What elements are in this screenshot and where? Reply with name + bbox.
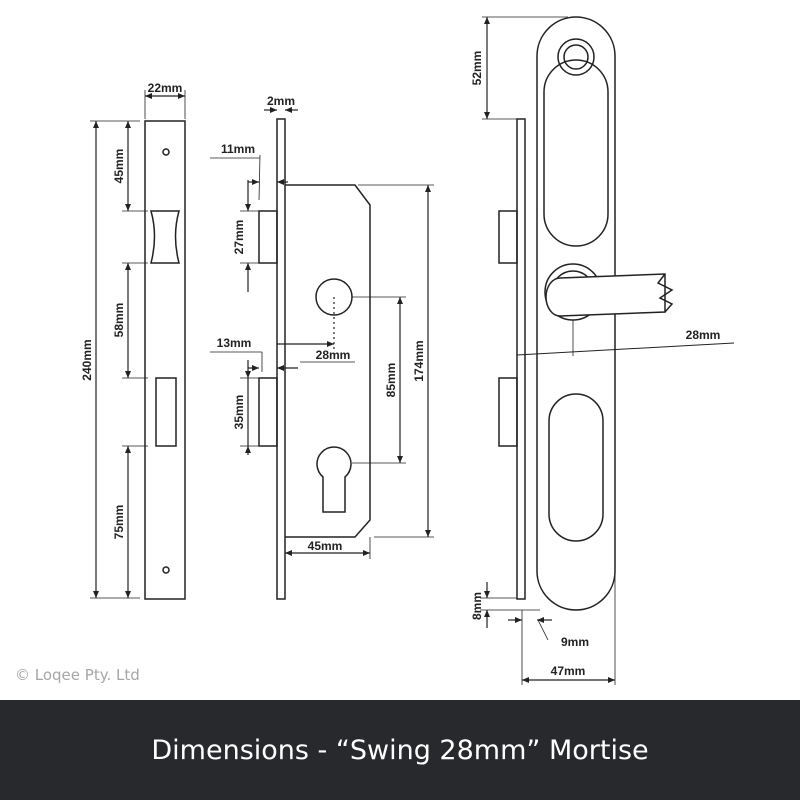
mortise-body [258,118,371,600]
caption-bar: Dimensions - “Swing 28mm” Mortise [0,700,800,800]
body-depth-label: 45mm [308,539,343,553]
mortise-case-outline [285,184,371,538]
handle-dead-bolt [498,377,518,447]
strike-latch-opening [150,210,180,264]
backset-label: 28mm [316,348,351,362]
handle-width-label: 47mm [551,664,586,678]
strike-plate-outline [144,120,186,600]
handle-thickness-label: 9mm [561,635,589,649]
strike-top-segment-label: 45mm [112,149,126,184]
handle-lower-slot [548,393,604,542]
handle-offset-label: 28mm [686,328,721,342]
handle-faceplate [516,118,526,600]
handle-dimension-lines [480,16,735,685]
faceplate-thickness-label: 2mm [267,94,295,108]
centers-label: 85mm [384,363,398,398]
handle-top-label: 52mm [470,51,484,86]
strike-bolt-opening [155,377,177,447]
handle-top-button-outer [557,38,595,76]
mortise-cylinder-hole [316,446,352,513]
dimension-drawing: 22mm 240mm 45mm 58mm 75mm [80,16,735,685]
latch-height-label: 27mm [232,220,246,255]
mortise-dimension-lines [210,107,434,559]
handle-lever-break [656,273,674,313]
copyright-notice: © Loqee Pty. Ltd [15,666,140,684]
strike-top-screw-hole [162,148,170,156]
handle-assembly [498,16,674,611]
strike-plate [144,120,186,600]
handle-upper-panel [543,59,609,247]
deadbolt-offset-label: 13mm [217,336,252,350]
caption-text: Dimensions - “Swing 28mm” Mortise [151,734,649,766]
strike-dimension-lines [90,90,186,599]
handle-lever [545,273,666,317]
latch-offset-label: 11mm [221,142,255,156]
mortise-dead-bolt [258,377,278,447]
body-height-label: 174mm [412,340,426,381]
strike-bottom-segment-label: 75mm [112,505,126,540]
mortise-faceplate [276,118,286,600]
handle-top-button-inner [563,44,589,70]
strike-height-label: 240mm [80,339,94,380]
strike-width-label: 22mm [148,81,183,95]
mortise-latch-bolt [258,210,278,264]
deadbolt-height-label: 35mm [232,395,246,430]
strike-middle-segment-label: 58mm [112,303,126,338]
handle-bottom-label: 8mm [470,592,484,620]
handle-latch-bolt [498,210,518,264]
strike-bottom-screw-hole [162,566,170,574]
